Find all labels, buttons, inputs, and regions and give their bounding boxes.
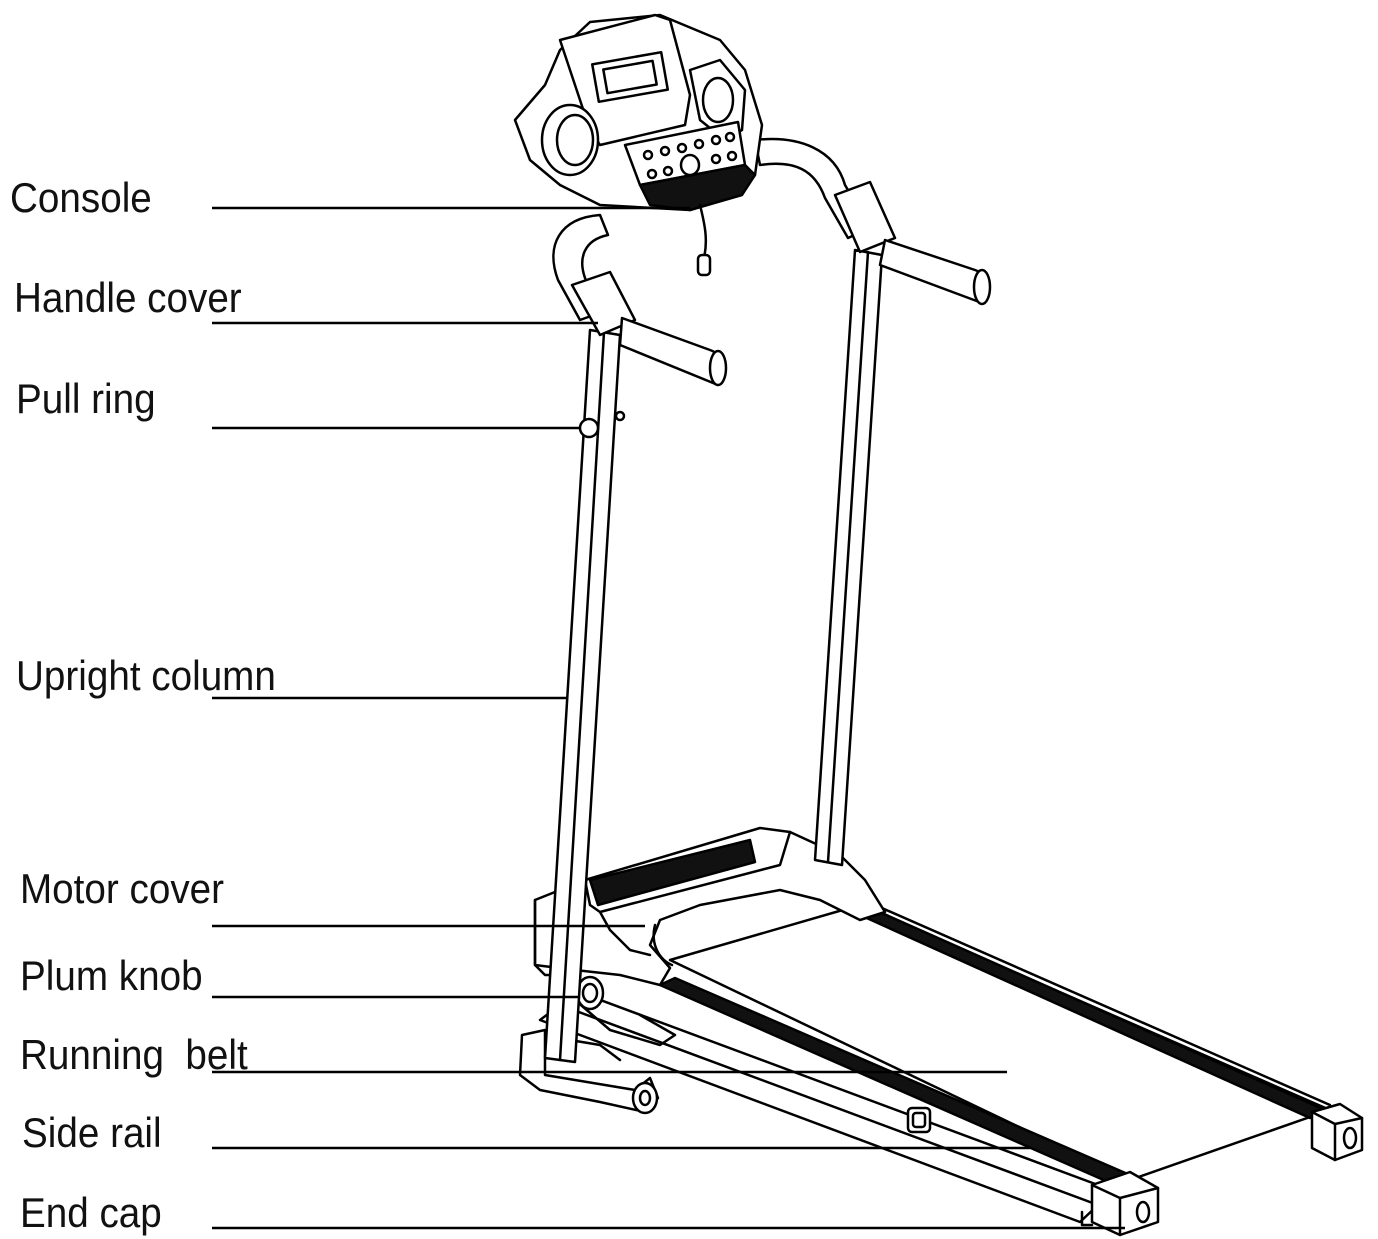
label-motor-cover: Motor cover	[20, 865, 224, 912]
label-plum-knob: Plum knob	[20, 952, 203, 999]
label-handle-cover: Handle cover	[14, 274, 242, 321]
console-body	[513, 13, 764, 277]
handle-left	[552, 213, 728, 387]
end-cap-front	[1080, 1170, 1160, 1237]
upright-column-right	[813, 248, 884, 867]
motor-cover	[533, 826, 887, 1047]
label-side-rail: Side rail	[22, 1109, 162, 1156]
leader-lines	[212, 206, 1125, 1230]
deck	[538, 903, 1332, 1224]
handle-right	[753, 137, 992, 306]
end-cap-back	[1310, 1102, 1364, 1162]
base-foot	[518, 1028, 660, 1115]
upright-column-left	[543, 328, 622, 1064]
label-end-cap: End cap	[20, 1189, 162, 1236]
label-running-belt: Running belt	[20, 1031, 248, 1078]
label-upright-column: Upright column	[16, 652, 276, 699]
label-pull-ring: Pull ring	[16, 375, 156, 422]
label-console: Console	[10, 174, 152, 221]
